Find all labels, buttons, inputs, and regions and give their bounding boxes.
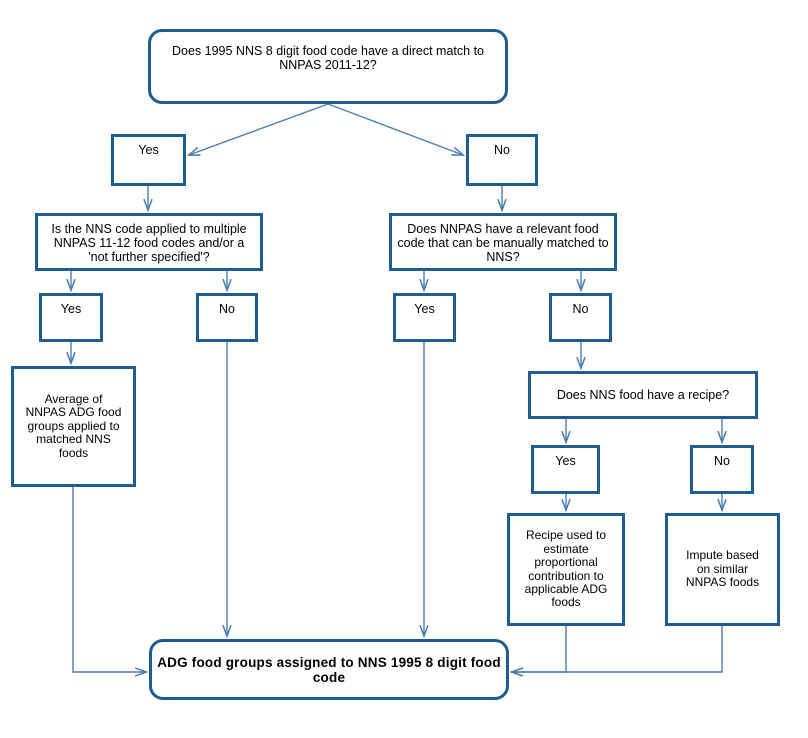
node-answer-multiple-no[interactable]: No (196, 293, 258, 342)
node-answer-direct-no-text: No (494, 143, 510, 157)
node-terminal-adg-assigned-text: ADG food groups assigned to NNS 1995 8 d… (157, 655, 501, 686)
node-action-recipe-estimate[interactable]: Recipe used to estimate proportional con… (507, 513, 625, 626)
node-question-manual-match-text: Does NNPAS have a relevant food code tha… (397, 222, 609, 264)
node-question-direct-match-text: Does 1995 NNS 8 digit food code have a d… (172, 44, 484, 72)
node-answer-manual-yes[interactable]: Yes (393, 293, 456, 342)
node-answer-recipe-no-text: No (714, 454, 730, 468)
edge-estimate-to-terminal (512, 626, 567, 672)
node-answer-direct-yes-text: Yes (138, 143, 159, 157)
node-answer-manual-yes-text: Yes (414, 302, 435, 316)
node-action-average-adg[interactable]: Average of NNPAS ADG food groups applied… (11, 366, 136, 487)
node-question-manual-match[interactable]: Does NNPAS have a relevant food code tha… (389, 213, 617, 271)
node-question-direct-match[interactable]: Does 1995 NNS 8 digit food code have a d… (148, 29, 508, 104)
node-answer-multiple-yes[interactable]: Yes (39, 293, 103, 342)
node-action-impute[interactable]: Impute based on similar NNPAS foods (665, 513, 780, 626)
node-answer-recipe-no[interactable]: No (690, 445, 754, 494)
edge-question-to-no (327, 103, 463, 155)
edge-average-to-terminal (72, 487, 146, 672)
node-answer-manual-no[interactable]: No (549, 293, 612, 342)
node-answer-manual-no-text: No (572, 302, 589, 316)
node-answer-recipe-yes-text: Yes (555, 454, 576, 468)
node-answer-multiple-yes-text: Yes (60, 302, 82, 316)
node-action-impute-text: Impute based on similar NNPAS foods (685, 548, 760, 590)
node-terminal-adg-assigned[interactable]: ADG food groups assigned to NNS 1995 8 d… (149, 639, 509, 700)
node-answer-recipe-yes[interactable]: Yes (531, 445, 600, 494)
node-action-recipe-estimate-text: Recipe used to estimate proportional con… (524, 528, 608, 610)
node-answer-direct-no[interactable]: No (466, 134, 538, 186)
node-question-recipe-text: Does NNS food have a recipe? (556, 388, 730, 402)
node-action-average-adg-text: Average of NNPAS ADG food groups applied… (25, 391, 122, 460)
node-question-multiple-codes-text: Is the NNS code applied to multiple NNPA… (51, 222, 247, 264)
node-answer-direct-yes[interactable]: Yes (111, 134, 186, 186)
node-answer-multiple-no-text: No (219, 302, 235, 316)
edge-impute-to-terminal (512, 626, 723, 672)
edge-question-to-yes (189, 103, 329, 155)
node-question-recipe[interactable]: Does NNS food have a recipe? (528, 371, 758, 419)
node-question-multiple-codes[interactable]: Is the NNS code applied to multiple NNPA… (35, 213, 263, 271)
